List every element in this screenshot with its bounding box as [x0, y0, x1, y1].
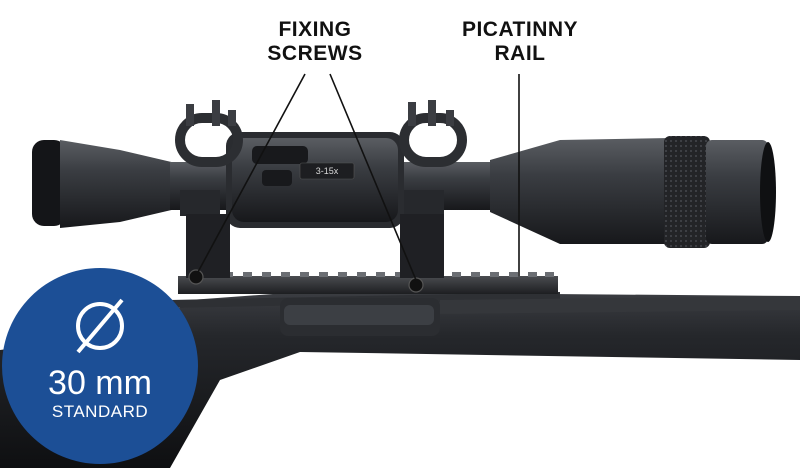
magnification-label: 3-15x: [316, 166, 339, 176]
fixing-screw-rear: [188, 269, 204, 285]
tube-diameter-badge: 30 mm STANDARD: [2, 268, 198, 464]
scope-body: [32, 132, 776, 248]
picatinny-rail-callout: PICATINNY RAIL: [430, 18, 610, 66]
fixing-screws-label-line2: SCREWS: [267, 42, 363, 65]
scope-ring-rear: [175, 100, 243, 278]
picatinny-rail-label-line2: RAIL: [494, 42, 546, 65]
leader-lines: [197, 73, 520, 281]
diameter-icon: [76, 298, 124, 354]
scope-ring-front: [399, 100, 467, 278]
rifle-stock: [0, 292, 800, 468]
fixing-screw-front: [408, 277, 424, 293]
picatinny-rail-label-line1: PICATINNY: [461, 18, 579, 41]
fixing-screws-callout: FIXING SCREWS: [240, 18, 390, 66]
tube-diameter-value: 30 mm: [48, 364, 152, 402]
picatinny-rail: [178, 272, 558, 294]
standard-label: STANDARD: [51, 402, 149, 421]
fixing-screws-label-line1: FIXING: [278, 18, 352, 41]
